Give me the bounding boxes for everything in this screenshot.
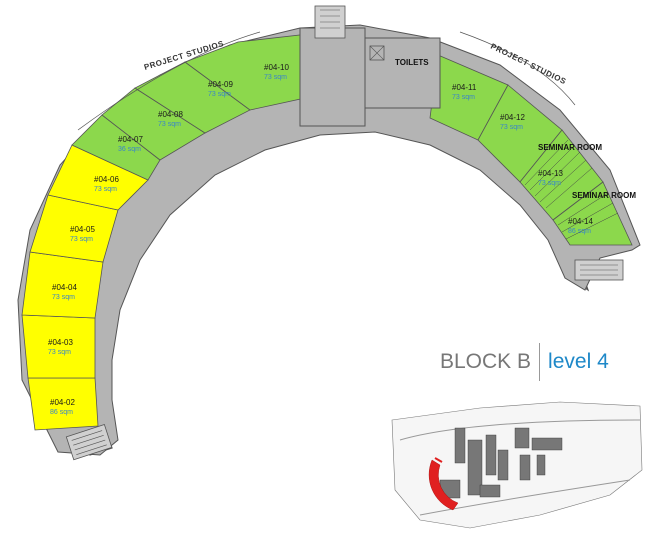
toilets-block	[364, 37, 441, 109]
room-label-area: 73 sqm	[70, 236, 93, 243]
green-rooms	[71, 34, 633, 246]
stair-right	[574, 259, 624, 281]
room-label-id: #04-03	[48, 338, 73, 347]
room-label-area: 73 sqm	[500, 124, 523, 131]
room-label-name: SEMINAR ROOM	[538, 143, 602, 152]
block-title: BLOCK B	[440, 350, 532, 373]
site-road-lower	[419, 479, 631, 516]
room-label-area: 73 sqm	[158, 121, 181, 128]
room-label-id: #04-04	[52, 283, 77, 292]
yellow-rooms	[21, 144, 149, 431]
room-label-area: 73 sqm	[538, 180, 561, 187]
room-label-area: 73 sqm	[208, 91, 231, 98]
site-boundary	[391, 401, 643, 529]
room-label-area: 86 sqm	[568, 228, 591, 235]
room-label-area: 73 sqm	[94, 186, 117, 193]
level-title: level 4	[548, 350, 609, 373]
room-label-id: #04-05	[70, 225, 95, 234]
room-label-id: #04-06	[94, 175, 119, 184]
section-arc-right	[459, 31, 576, 106]
room-04-10[interactable]	[184, 34, 306, 111]
room-label-id: #04-09	[208, 80, 233, 89]
room-label-id: #04-11	[452, 83, 477, 92]
room-label-area: 73 sqm	[52, 294, 75, 301]
room-label-id: #04-02	[50, 398, 75, 407]
room-labels: #04-02 86 sqm #04-03 73 sqm #04-04 73 sq…	[48, 63, 636, 416]
room-label-name: SEMINAR ROOM	[572, 191, 636, 200]
room-label-area: 36 sqm	[118, 146, 141, 153]
room-label-id: #04-10	[264, 63, 289, 72]
lift-box	[369, 45, 385, 61]
room-label-id: #04-12	[500, 113, 525, 122]
room-label-id: #04-14	[568, 217, 593, 226]
room-label-area: 86 sqm	[50, 409, 73, 416]
room-label-id: #04-13	[538, 169, 563, 178]
title-divider	[539, 343, 541, 381]
stair-lines	[320, 9, 340, 29]
room-label-id: #04-08	[158, 110, 183, 119]
room-label-id: #04-07	[118, 135, 143, 144]
stair-left	[65, 424, 113, 461]
room-label-area: 73 sqm	[48, 349, 71, 356]
core-block	[299, 27, 366, 127]
toilets-label: TOILETS	[395, 58, 429, 67]
section-arc-left	[77, 31, 261, 131]
seminar-hatching	[524, 139, 619, 240]
room-label-area: 73 sqm	[264, 74, 287, 81]
site-road	[399, 419, 641, 441]
room-04-14[interactable]	[552, 181, 633, 246]
site-key-plan	[391, 401, 643, 529]
block-b-highlight	[428, 459, 459, 511]
title-block: BLOCK B level 4	[440, 343, 609, 381]
room-label-area: 73 sqm	[452, 94, 475, 101]
